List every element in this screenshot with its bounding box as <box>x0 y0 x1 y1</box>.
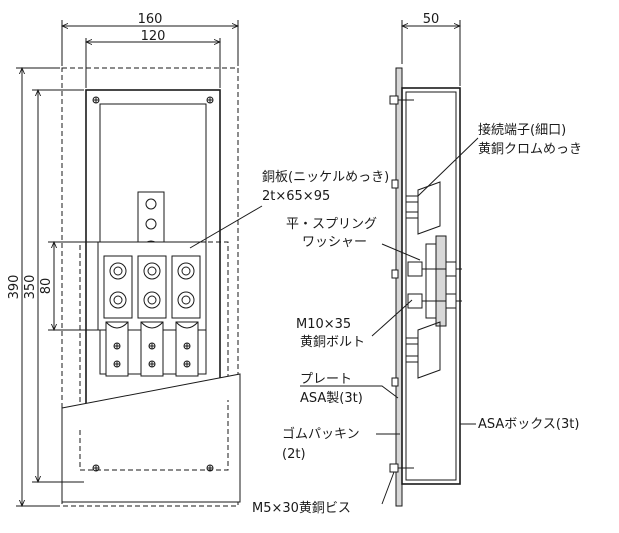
lug-right <box>175 321 199 377</box>
cover-hidden-edge <box>79 400 229 471</box>
dim-width-inner-label: 120 <box>141 29 166 44</box>
leader-plate <box>300 385 399 399</box>
strip-hole <box>145 218 157 230</box>
front-cover-slanted <box>61 373 241 503</box>
leader-screw <box>381 471 395 505</box>
label-terminal: 接続端子(細口) <box>478 122 566 138</box>
dim-height-outer-label: 390 <box>7 275 22 300</box>
label-copper-plate-size: 2t×65×95 <box>262 189 330 204</box>
side-box <box>401 87 461 485</box>
label-packing-2: (2t) <box>282 447 306 462</box>
label-plate-1: プレート <box>300 372 352 387</box>
side-screw-mid <box>391 377 399 387</box>
side-screw-mid <box>391 269 399 279</box>
dim-depth <box>402 20 460 86</box>
side-copper-bar <box>425 235 447 327</box>
label-plate-2: ASA製(3t) <box>300 391 363 406</box>
front-screw <box>206 464 214 472</box>
terminal-block-left <box>103 255 133 319</box>
side-screw-mid <box>391 179 399 189</box>
front-screw <box>206 96 214 104</box>
side-bolt-upper <box>407 261 462 277</box>
side-bolt-lower <box>407 293 462 309</box>
side-box-inner <box>405 91 457 481</box>
label-terminal-material: 黄銅クロムめっき <box>478 142 582 157</box>
dim-terminal-pitch-label: 80 <box>39 278 54 295</box>
label-screw: M5×30黄銅ビス <box>252 501 351 516</box>
label-bolt-2: 黄銅ボルト <box>300 335 365 350</box>
front-outer-dashed-outline <box>61 67 239 507</box>
side-plate <box>395 67 403 507</box>
dim-height-inner-label: 350 <box>23 275 38 300</box>
front-view: 160 120 390 350 80 銅板(ニッケルめっき) 2t×65×95 <box>7 12 389 506</box>
strip-hole <box>145 198 157 210</box>
dim-height-inner <box>32 90 84 482</box>
lug-left <box>105 321 129 377</box>
front-screw <box>92 96 100 104</box>
label-bolt-1: M10×35 <box>296 317 351 332</box>
label-washer-2: ワッシャー <box>302 235 367 250</box>
leader-bolt <box>371 299 413 337</box>
front-screw <box>92 464 100 472</box>
dim-width-outer <box>62 20 238 66</box>
terminal-block-center <box>137 255 167 319</box>
label-copper-plate: 銅板(ニッケルめっき) <box>262 170 389 185</box>
side-view: 50 <box>252 12 582 516</box>
dim-height-outer <box>16 68 60 506</box>
copper-plate-strip <box>137 191 165 249</box>
side-terminal-lower <box>405 321 441 379</box>
label-packing-1: ゴムパッキン <box>282 426 360 442</box>
terminal-block-right <box>171 255 201 319</box>
leader-terminal <box>417 137 479 197</box>
lug-center <box>140 321 164 377</box>
dim-depth-label: 50 <box>423 12 440 27</box>
dim-width-inner <box>86 38 220 88</box>
dim-width-outer-label: 160 <box>138 12 163 27</box>
dim-terminal-pitch <box>48 242 98 330</box>
side-terminal-upper <box>405 181 441 235</box>
label-box: ASAボックス(3t) <box>478 417 579 432</box>
leader-copper-plate <box>189 205 263 249</box>
side-screw-top <box>389 95 414 105</box>
leader-washer <box>381 243 421 261</box>
label-washer-1: 平・スプリング <box>286 217 377 232</box>
